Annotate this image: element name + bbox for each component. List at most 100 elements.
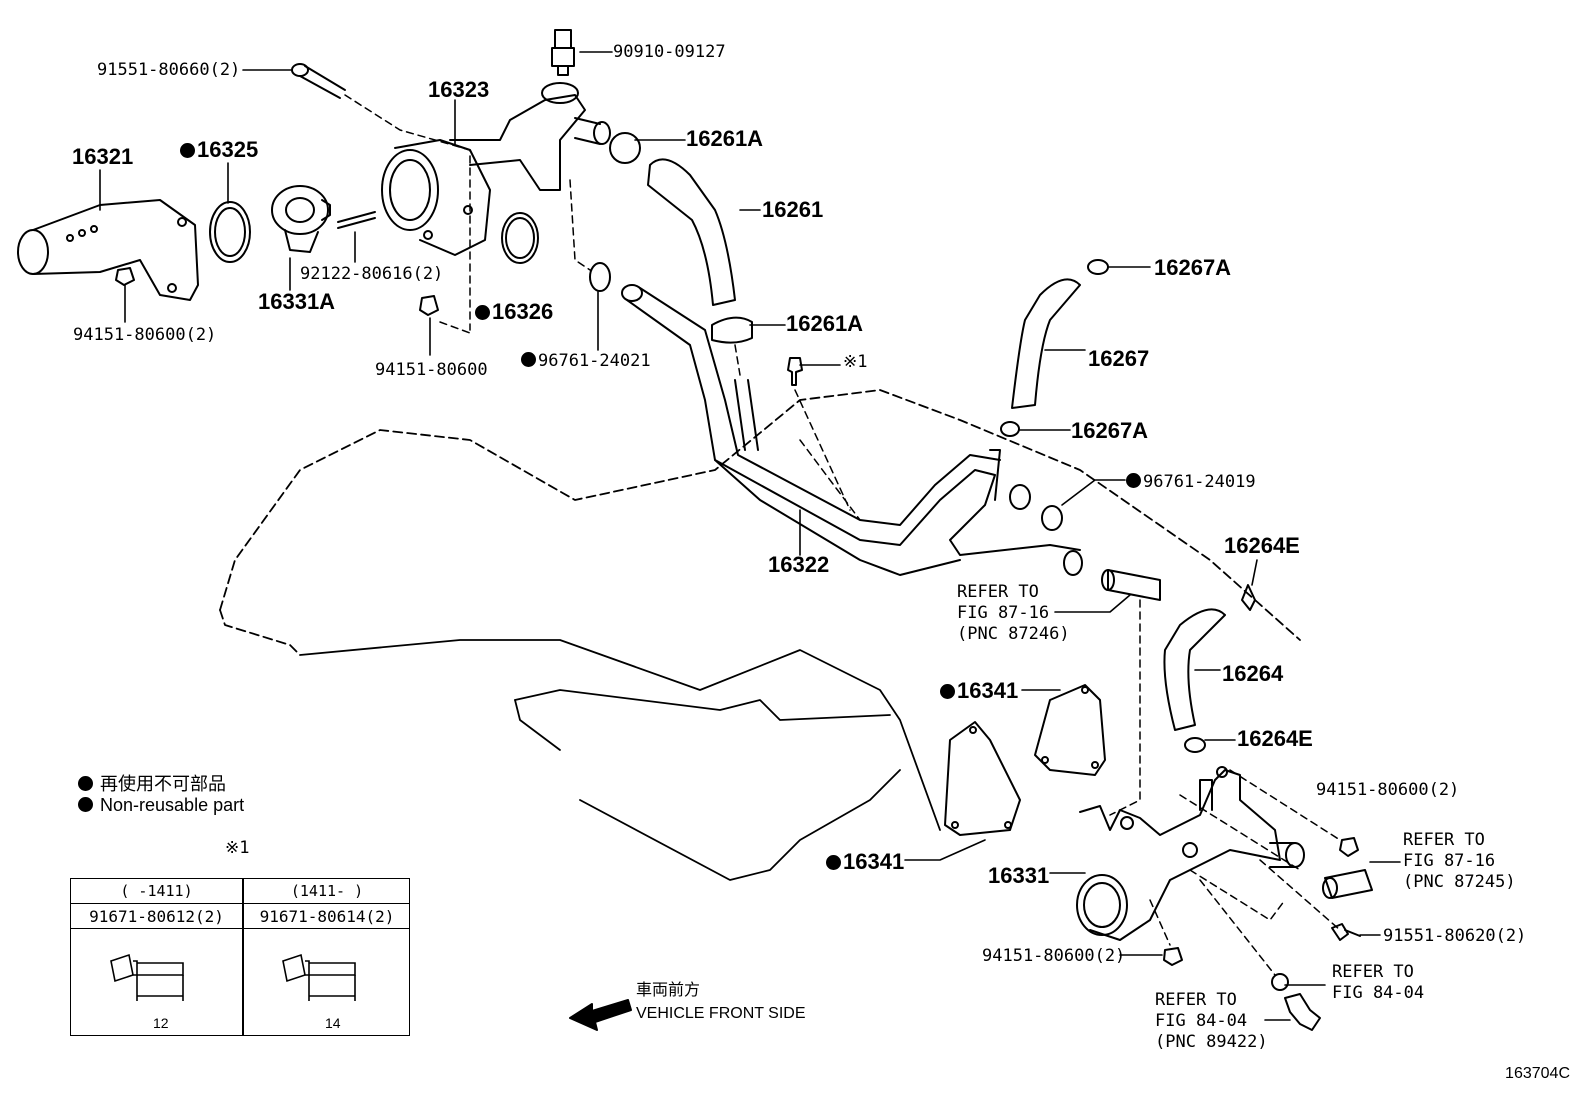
clamp-16261A-mid xyxy=(711,316,753,344)
legend-dot xyxy=(78,797,93,812)
ref-87246-line1: REFER TO xyxy=(957,582,1039,602)
nut-94151-mid xyxy=(419,295,439,316)
stud-92122 xyxy=(337,211,376,229)
water-outlet-16323 xyxy=(381,82,611,256)
bolt-ref1 xyxy=(787,357,803,386)
label-16261A-mid: 16261A xyxy=(786,311,864,336)
label-16323: 16323 xyxy=(428,77,490,102)
clamp-16264E-top xyxy=(1241,584,1256,611)
label-16264E-top: 16264E xyxy=(1224,533,1300,558)
label-94151-80600-2-bottom: 94151-80600(2) xyxy=(982,946,1126,966)
hose-16264 xyxy=(1163,608,1226,731)
label-96761-24021: 96761-24021 xyxy=(521,351,651,371)
label-16341-top: 16341 xyxy=(940,679,1018,703)
table-row-range: ( -1411) (1411- ) xyxy=(71,879,409,904)
sensor-89422 xyxy=(1284,993,1321,1031)
label-96761-24019: 96761-24019 xyxy=(1126,472,1256,492)
ref-87245-line3: (PNC 87245) xyxy=(1403,872,1516,892)
gasket-16341-bot xyxy=(944,721,1021,836)
washer-84-04 xyxy=(1271,973,1289,991)
ref-89422-line2: FIG 84-04 xyxy=(1155,1011,1248,1031)
engine-outline xyxy=(219,389,1301,656)
ref-89422-line3: (PNC 89422) xyxy=(1155,1032,1268,1052)
label-16267A-bot: 16267A xyxy=(1071,418,1149,443)
label-16341-bot: 16341 xyxy=(826,850,904,874)
table-cell: 91671-80612(2) xyxy=(89,906,224,926)
non-reusable-dot xyxy=(521,352,536,367)
hose-16267 xyxy=(1011,278,1081,409)
non-reusable-dot xyxy=(475,305,490,320)
nut-94151-bottom xyxy=(1163,947,1183,966)
non-reusable-dot xyxy=(826,855,841,870)
oring-16326 xyxy=(501,212,539,264)
nut-94151-right xyxy=(1339,837,1359,857)
vehicle-front-jp: 車両前方 xyxy=(636,982,701,999)
table-mark: ※1 xyxy=(225,838,250,858)
table-cell: 91671-80614(2) xyxy=(259,906,395,926)
ref-8404-line1: REFER TO xyxy=(1332,962,1414,982)
legend-en: Non-reusable part xyxy=(78,795,244,816)
heater-hose-right xyxy=(1324,869,1373,899)
gasket-16325 xyxy=(209,201,251,263)
ref-87246-line2: FIG 87-16 xyxy=(957,603,1050,623)
label-16321: 16321 xyxy=(72,144,134,169)
label-16331A: 16331A xyxy=(258,289,336,314)
water-inlet-16331 xyxy=(1076,766,1305,941)
non-reusable-dot xyxy=(940,684,955,699)
table-cell: (1411- ) xyxy=(290,882,364,900)
label-94151-80600-2-right: 94151-80600(2) xyxy=(1316,780,1460,800)
bolt-91551-80620 xyxy=(1331,923,1361,941)
water-inlet-16321 xyxy=(17,199,199,301)
legend-jp: 再使用不可部品 xyxy=(78,770,226,796)
label-94151-80600: 94151-80600 xyxy=(375,360,488,380)
label-91551-80620: 91551-80620(2) xyxy=(1383,926,1527,946)
label-16331: 16331 xyxy=(988,863,1050,888)
label-16267A-top: 16267A xyxy=(1154,255,1232,280)
label-ref-mark: ※1 xyxy=(843,352,868,372)
vehicle-front-en: VEHICLE FRONT SIDE xyxy=(636,1005,806,1022)
dim-14: 14 xyxy=(325,1015,341,1031)
front-arrow xyxy=(569,999,632,1031)
hose-16261 xyxy=(647,158,736,306)
label-94151-80600-2-left: 94151-80600(2) xyxy=(73,325,217,345)
figure-code: 163704C xyxy=(1505,1065,1570,1082)
clamp-16267A-top xyxy=(1087,259,1109,275)
oring-96761-24019 xyxy=(1041,505,1063,531)
label-16264E-bot: 16264E xyxy=(1237,726,1313,751)
table-cell: ( -1411) xyxy=(120,882,193,900)
label-16261A-top: 16261A xyxy=(686,126,764,151)
label-16326: 16326 xyxy=(475,300,553,324)
bolt-illustrations xyxy=(110,953,356,1001)
table-row-part: 91671-80612(2) 91671-80614(2) xyxy=(71,904,409,929)
ref-87245-line1: REFER TO xyxy=(1403,830,1485,850)
clamp-16261A-top xyxy=(609,132,641,164)
label-16264: 16264 xyxy=(1222,661,1284,686)
label-92122-80616: 92122-80616(2) xyxy=(300,264,444,284)
clamp-16267A-bot xyxy=(1000,421,1020,437)
thermostat-16331A xyxy=(271,185,331,253)
non-reusable-dot xyxy=(180,143,195,158)
label-16261: 16261 xyxy=(762,197,824,222)
clamp-16264E-bot xyxy=(1184,737,1206,753)
bolt-91551-80660 xyxy=(291,63,346,99)
ref-87245-line2: FIG 87-16 xyxy=(1403,851,1496,871)
label-16267: 16267 xyxy=(1088,346,1150,371)
bolt-table: ( -1411) (1411- ) 91671-80612(2) 91671-8… xyxy=(70,878,410,1036)
engine-block xyxy=(299,639,941,881)
ref-89422-line1: REFER TO xyxy=(1155,990,1237,1010)
legend-dot xyxy=(78,776,93,791)
ref-87246-line3: (PNC 87246) xyxy=(957,624,1070,644)
label-90910-09127: 90910-09127 xyxy=(613,42,726,62)
sensor-90910 xyxy=(551,29,575,76)
oring-96761-24021 xyxy=(589,262,611,292)
nut-94151-left xyxy=(115,267,135,286)
label-16325: 16325 xyxy=(180,138,258,162)
ref-8404-line2: FIG 84-04 xyxy=(1332,983,1425,1003)
water-pipe-16322 xyxy=(621,284,1083,576)
dim-12: 12 xyxy=(153,1015,169,1031)
label-16322: 16322 xyxy=(768,552,830,577)
label-91551-80660: 91551-80660(2) xyxy=(97,60,241,80)
non-reusable-dot xyxy=(1126,473,1141,488)
table-divider xyxy=(242,879,244,1035)
